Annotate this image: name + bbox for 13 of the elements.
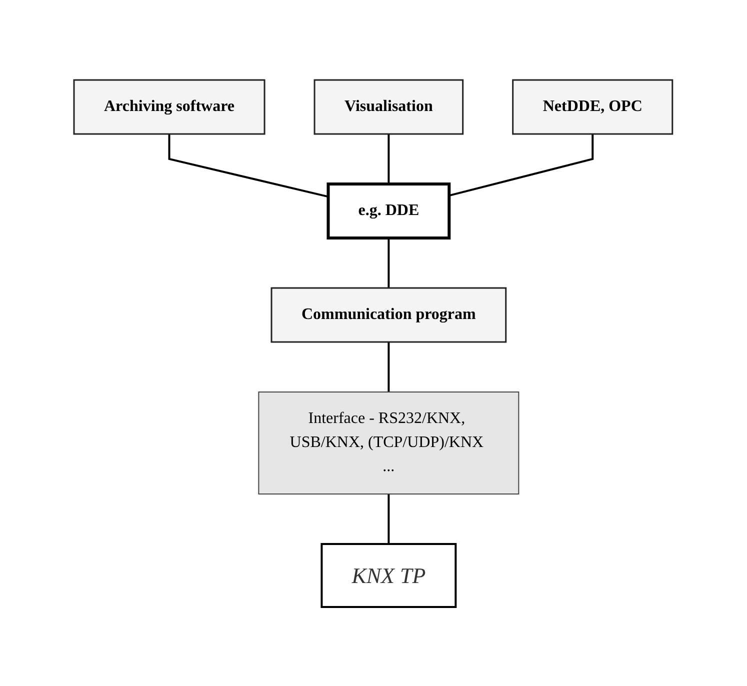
node-box: Interface - RS232/KNX, USB/KNX, (TCP/UDP)/KNX ...: [258, 391, 520, 494]
connector: [388, 238, 390, 288]
node-box: Archiving software: [74, 78, 266, 134]
node-box: Visualisation: [314, 78, 464, 134]
node-box: KNX TP: [321, 542, 457, 608]
connector: [168, 134, 329, 198]
node-box: e.g. DDE: [327, 182, 451, 239]
node-box: Communication program: [271, 286, 507, 342]
connector: [388, 134, 390, 184]
node-box: NetDDE, OPC: [512, 78, 674, 134]
connector: [388, 494, 390, 544]
connector: [388, 342, 390, 392]
connector: [449, 134, 594, 196]
